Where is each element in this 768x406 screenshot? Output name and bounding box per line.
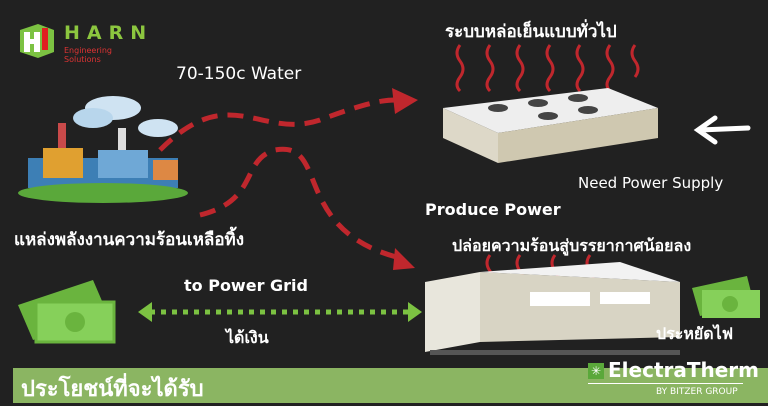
waste-heat-source-label: แหล่งพลังงานความร้อนเหลือทิ้ง bbox=[14, 230, 245, 250]
flow-to-generator bbox=[199, 146, 401, 261]
orc-generator-unit bbox=[425, 262, 680, 355]
conventional-cooling-label: ระบบหล่อเย็นแบบทั่วไป bbox=[445, 22, 617, 42]
arrow-head-bottom bbox=[393, 248, 415, 270]
dry-cooler-unit bbox=[443, 88, 658, 163]
harn-logo: HARN Engineering Solutions bbox=[18, 22, 148, 64]
benefits-title: ประโยชน์ที่จะได้รับ bbox=[21, 377, 204, 402]
power-grid-arrow-head bbox=[138, 302, 152, 322]
arrow-head-top bbox=[392, 88, 418, 114]
factory-illustration bbox=[18, 96, 188, 203]
electratherm-logo: ✳ ElectraTherm BY BITZER GROUP bbox=[588, 358, 759, 400]
water-label: 70-150c Water bbox=[176, 64, 302, 84]
save-power-label: ประหยัดไฟ bbox=[656, 324, 734, 343]
electratherm-divider bbox=[588, 383, 743, 384]
need-power-label: Need Power Supply bbox=[578, 174, 724, 192]
money-icon-right bbox=[692, 276, 760, 318]
electratherm-sub: BY BITZER GROUP bbox=[656, 387, 738, 397]
electratherm-star-icon: ✳ bbox=[588, 363, 604, 379]
harn-logo-name: HARN bbox=[64, 22, 154, 44]
produce-power-label: Produce Power bbox=[425, 200, 561, 219]
earn-money-label: ได้เงิน bbox=[226, 328, 269, 347]
flow-to-cooling bbox=[158, 97, 396, 152]
power-grid-arrow-head-right bbox=[408, 302, 422, 322]
power-supply-arrow bbox=[693, 115, 751, 145]
electratherm-name: ElectraTherm bbox=[608, 358, 760, 382]
less-heat-label: ปล่อยความร้อนสู่บรรยากาศน้อยลง bbox=[452, 236, 692, 255]
money-icon-left bbox=[18, 280, 116, 344]
harn-logo-mark bbox=[20, 24, 54, 58]
to-grid-label: to Power Grid bbox=[184, 276, 308, 295]
harn-logo-tagline: Engineering Solutions bbox=[64, 46, 112, 64]
heat-waves-top bbox=[455, 44, 640, 93]
benefits-bar: ประโยชน์ที่จะได้รับ bbox=[13, 368, 768, 403]
